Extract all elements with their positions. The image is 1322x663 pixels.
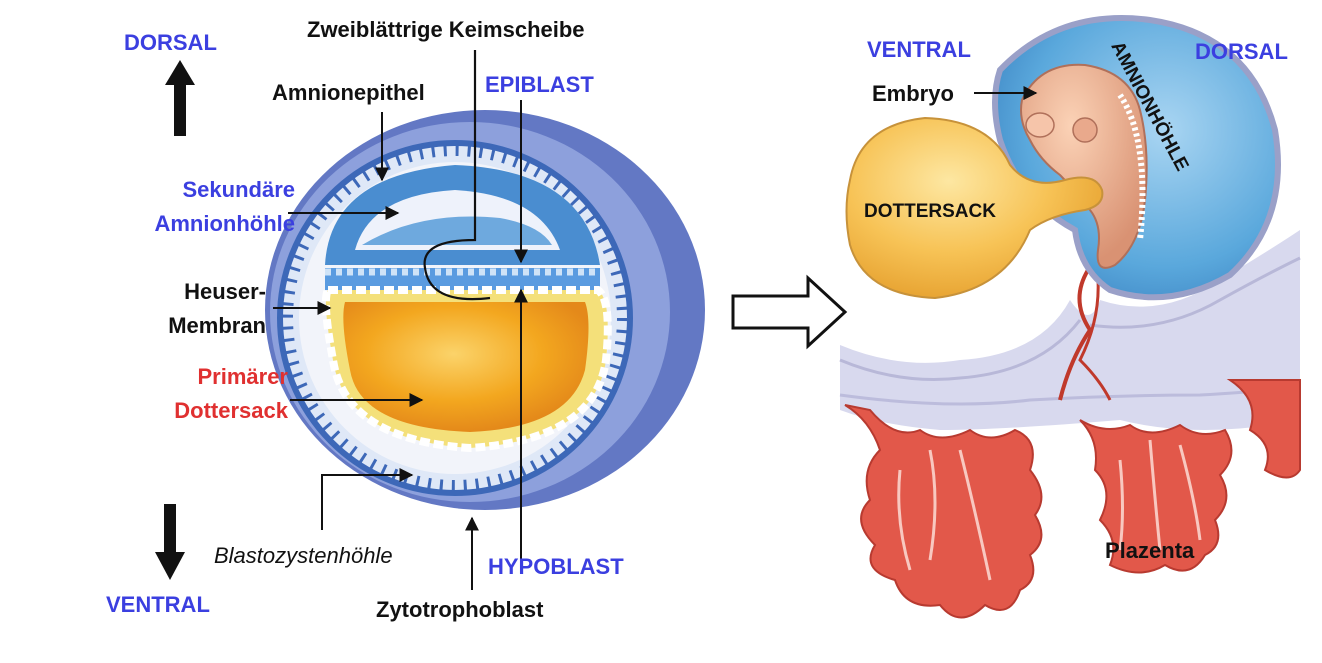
dorsal-arrow-up — [165, 60, 195, 136]
placenta-villi — [844, 379, 1301, 619]
left-arrows — [273, 100, 528, 590]
label-blastozystenhoehle: Blastozystenhöhle — [214, 543, 393, 568]
label-ventral-right: VENTRAL — [867, 37, 971, 62]
label-embryo: Embryo — [872, 81, 954, 106]
label-zweiblaettrige-keimscheibe: Zweiblättrige Keimscheibe — [307, 17, 585, 42]
embryo-illustration — [839, 15, 1301, 619]
label-plazenta: Plazenta — [1105, 538, 1195, 563]
label-dorsal-right: DORSAL — [1195, 39, 1288, 64]
label-epiblast: EPIBLAST — [485, 72, 594, 97]
label-primaerer: Primärer — [197, 364, 288, 389]
label-dorsal-left: DORSAL — [124, 30, 217, 55]
ventral-arrow-down — [155, 504, 185, 580]
embryo-body — [1020, 63, 1148, 269]
label-dottersack-right: DOTTERSACK — [864, 201, 996, 222]
blastocyst-illustration — [265, 50, 705, 510]
label-membran: Membran — [168, 313, 266, 338]
label-dottersack-left: Dottersack — [174, 398, 288, 423]
transition-arrow — [731, 274, 848, 350]
label-sekundaere: Sekundäre — [182, 177, 296, 202]
dottersack-shape — [845, 116, 1104, 300]
label-hypoblast: HYPOBLAST — [488, 554, 624, 579]
label-amnionepithel: Amnionepithel — [272, 80, 425, 105]
label-amnionhoehle-left: Amnionhöhle — [154, 211, 295, 236]
label-heuser: Heuser- — [184, 279, 266, 304]
label-ventral-left: VENTRAL — [106, 592, 210, 617]
label-zytotrophoblast: Zytotrophoblast — [376, 597, 544, 622]
